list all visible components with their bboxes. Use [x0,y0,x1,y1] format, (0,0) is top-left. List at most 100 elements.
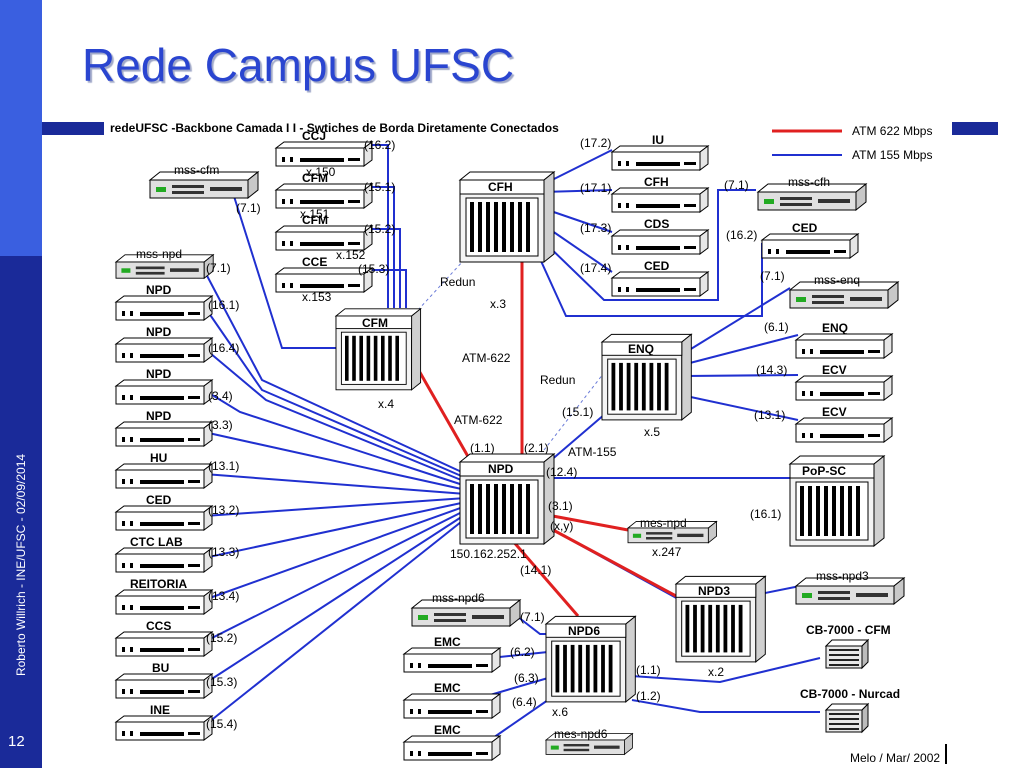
cb7000-nurcad-label: CB-7000 - Nurcad [800,687,900,701]
link-bu [203,513,467,685]
link-emc63 [489,677,549,696]
edge-enq: ENQ [795,321,893,359]
edge-bu: BU [115,661,213,699]
edge-mesnpd-addr: x.247 [652,545,682,559]
edge-iu-name: IU [652,133,664,147]
link-npd164 [203,347,467,483]
edge-mssnpd6: mss-npd6 [411,591,521,627]
core-npd6: NPD6 [545,615,636,703]
edge-emc63: EMC [403,681,501,719]
edge-mssenq-port: (7.1) [760,269,785,283]
edge-ced132-name: CED [146,493,172,507]
core-npd: NPD [459,453,555,545]
label-pxy: (x,y) [550,519,573,533]
edge-msscfm: mss-cfm [149,163,259,199]
edge-emc62: EMC [403,635,501,673]
cb7000-nurcad-device [825,703,869,733]
link-cfm152-cfm [362,228,401,308]
edge-cfm151-port: (15.1) [364,180,395,194]
label-p31: (3.1) [548,499,573,513]
cb7000-cfm-label: CB-7000 - CFM [806,623,891,637]
edge-npd164-name: NPD [146,325,172,339]
core-cfm: CFM [335,308,422,391]
edge-mssnpd3: mss-npd3 [795,569,905,605]
edge-npd34-port: (3.4) [208,389,233,403]
edge-ine-port: (15.4) [206,717,237,731]
link-hu [203,473,467,495]
edge-ccs-name: CCS [146,619,171,633]
edge-ced132-port: (13.2) [208,503,239,517]
link-cce-cfm [362,269,407,308]
edge-npd33-port: (3.3) [208,418,233,432]
sidebar: Roberto Willrich - INE/UFSC - 02/09/2014… [0,0,42,768]
link-enq-mssenq [685,287,791,353]
edge-ced-right-name: CED [792,221,818,235]
core-cfm-addr: x.4 [378,397,394,411]
edge-msscfm-port: (7.1) [236,201,261,215]
edge-ccj-port: (16.2) [364,138,395,152]
link-enq-ecv131 [685,395,799,421]
edge-iu: IU [611,133,709,171]
edge-reitoria-port: (13.4) [208,589,239,603]
edge-mssnpd6-name: mss-npd6 [432,591,485,605]
edge-npd33: NPD [115,409,213,447]
slide-number: 12 [8,733,25,750]
links-622 [412,258,677,617]
edge-npd34-name: NPD [146,367,172,381]
edge-ecv143-port: (14.3) [756,363,787,377]
edge-cfm151-addr: x.151 [300,207,330,221]
edge-bu-port: (15.3) [206,675,237,689]
edge-ecv131-port: (13.1) [754,408,785,422]
core-cfh: CFH [459,171,555,263]
link-npd-npd3-622 [541,522,677,598]
edge-cce-port: (15.3) [358,262,389,276]
edge-ced-cfh-port: (17.4) [580,261,611,275]
edge-ctclab-port: (13.3) [208,545,239,559]
link-enq-enq [685,334,799,365]
edge-ecv143: ECV [795,363,893,401]
link-ine [203,517,467,727]
core-npd6-name: NPD6 [568,624,600,638]
edge-ced-cfh-name: CED [644,259,670,273]
edge-mssnpd: mss-npd [115,247,214,279]
label-p11: (1.1) [470,441,495,455]
edge-cfh: CFH [611,175,709,213]
link-emc64 [489,699,549,741]
edge-enq-name: ENQ [822,321,848,335]
edge-mssnpd-name: mss-npd [136,247,182,261]
link-reitoria [203,505,467,601]
edge-mesnpd6-name: mes-npd6 [554,727,608,741]
edge-cds: CDS [611,217,709,255]
edge-mesnpd6: mes-npd6 [545,727,633,755]
header-bar-left [42,122,104,135]
edge-iu-port: (17.2) [580,136,611,150]
edge-ecv131-name: ECV [822,405,847,419]
edge-cds-name: CDS [644,217,669,231]
edge-ccj-name: CCJ [302,129,326,143]
edge-reitoria: REITORIA [115,577,213,615]
edge-emc64-port: (6.4) [512,695,537,709]
links-155 [203,144,821,741]
edge-npd161-name: NPD [146,283,172,297]
core-npd-ip: 150.162.252.1 [450,547,527,561]
edge-cfm152-port: (15.2) [364,222,395,236]
link-npd3-mssnpd3 [759,585,801,595]
edge-hu-name: HU [150,451,167,465]
link-cfh-ced-right [535,243,763,317]
cb7000-cfm-device [825,639,869,669]
edge-msscfh-port: (7.1) [724,178,749,192]
link-ccs [203,509,467,643]
edge-mssenq-name: mss-enq [814,273,860,287]
edge-ccj: CCJ [275,129,373,167]
link-ctclab [203,501,467,559]
edge-mesnpd-name: mes-npd [640,516,687,530]
edge-npd161: NPD [115,283,213,321]
edge-enq-port: (6.1) [764,320,789,334]
edge-ced132: CED [115,493,213,531]
edge-hu-port: (13.1) [208,459,239,473]
core-npd6-addr: x.6 [552,705,568,719]
label-p124: (12.4) [546,465,577,479]
edge-mssenq: mss-enq [789,273,899,309]
edge-mssnpd6-port: (7.1) [520,610,545,624]
